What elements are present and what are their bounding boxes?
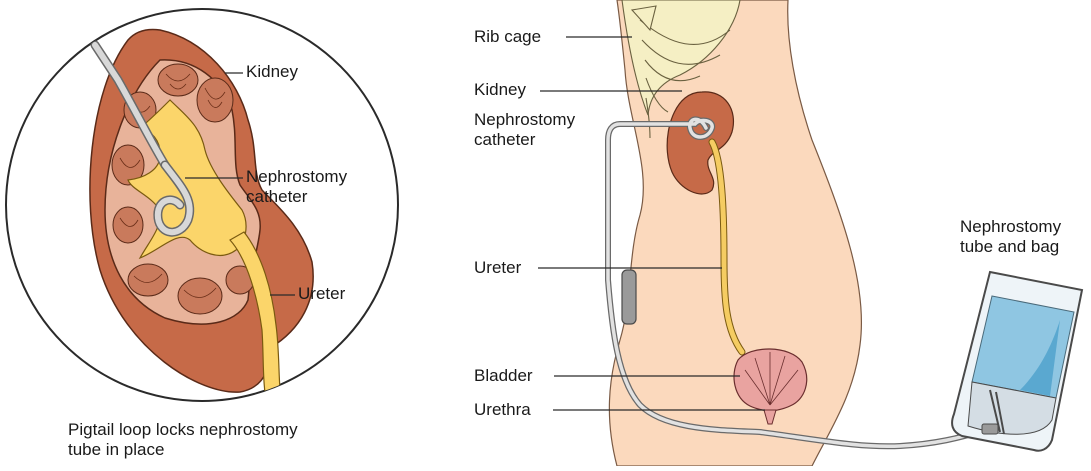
label-rib-cage: Rib cage: [474, 27, 541, 47]
tube-connector: [622, 270, 636, 324]
pyramid: [178, 278, 222, 314]
pyramid: [128, 264, 168, 296]
pyramid: [113, 207, 143, 243]
inset-caption: Pigtail loop locks nephrostomy tube in p…: [68, 420, 298, 460]
inset-label-ureter: Ureter: [298, 284, 345, 304]
label-ureter: Ureter: [474, 258, 521, 278]
label-bladder: Bladder: [474, 366, 533, 386]
pyramid: [158, 64, 198, 96]
inset-label-nephrostomy-catheter: Nephrostomy catheter: [246, 167, 347, 207]
label-urethra: Urethra: [474, 400, 531, 420]
inset-label-kidney: Kidney: [246, 62, 298, 82]
label-nephrostomy-tube-and-bag: Nephrostomy tube and bag: [960, 217, 1061, 257]
inset-kidney-closeup: [6, 9, 398, 410]
drainage-bag: [952, 272, 1082, 451]
pyramid: [197, 78, 233, 122]
label-kidney: Kidney: [474, 80, 526, 100]
label-nephrostomy-catheter: Nephrostomy catheter: [474, 110, 575, 150]
